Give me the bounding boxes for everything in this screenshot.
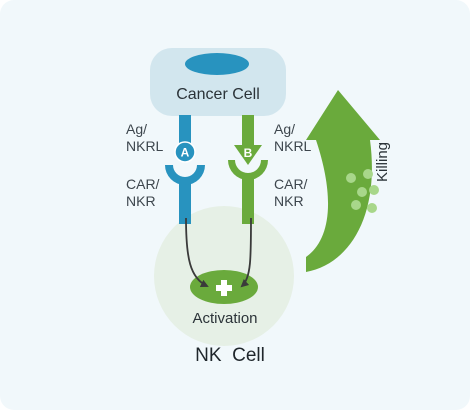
left-antigen-label: Ag/ NKRL: [126, 121, 163, 155]
left-antigen-line-2: NKRL: [126, 138, 164, 154]
cancer-cell-label: Cancer Cell: [176, 86, 260, 103]
receptor-a-letter: A: [181, 146, 190, 160]
car-a-stem: [179, 182, 191, 224]
granule: [351, 200, 361, 210]
granule: [369, 185, 379, 195]
nk-cell-label: NK Cell: [195, 345, 265, 366]
signal-arrow-b: [240, 217, 252, 288]
antigen-b-triangle: [234, 145, 262, 165]
cancer-cell-nucleus: [185, 53, 249, 75]
right-receptor-label: CAR/ NKR: [274, 176, 307, 210]
activation-label: Activation: [192, 310, 258, 327]
left-receptor-label: CAR/ NKR: [126, 176, 159, 210]
antigen-b-stem: [242, 115, 254, 149]
left-receptor-line-2: NKR: [126, 193, 156, 209]
car-a-cup: [165, 165, 205, 185]
killing-label: Killing: [374, 141, 391, 182]
right-receptor-line-2: NKR: [274, 193, 304, 209]
receptor-a-badge: [174, 141, 196, 163]
right-antigen-label: Ag/ NKRL: [274, 121, 311, 155]
signal-arrow-a: [185, 217, 209, 288]
activation-plus-icon: [216, 280, 232, 296]
left-receptor-line-1: CAR/: [126, 176, 160, 192]
receptor-b-letter: B: [244, 146, 253, 160]
granule: [367, 203, 377, 213]
right-antigen-line-1: Ag/: [274, 121, 296, 137]
cytotoxic-granules: [346, 169, 379, 213]
right-receptor-line-1: CAR/: [274, 176, 308, 192]
killing-arrow: [306, 90, 380, 272]
granule: [357, 187, 367, 197]
left-antigen-line-1: Ag/: [126, 121, 148, 137]
granule: [363, 169, 373, 179]
car-b-stem: [242, 178, 254, 224]
granule: [346, 173, 356, 183]
right-antigen-line-2: NKRL: [274, 138, 312, 154]
car-b-cup: [228, 160, 268, 180]
cancer-cell-body: [150, 48, 286, 116]
